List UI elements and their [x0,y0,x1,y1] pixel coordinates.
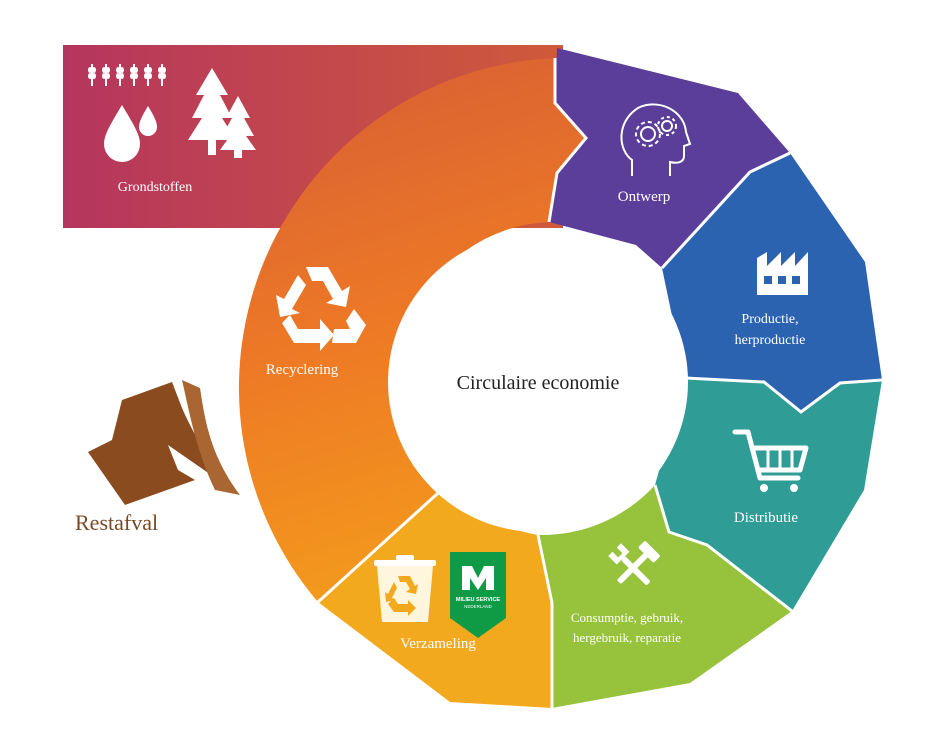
segment-consumption [538,485,792,708]
waste-arrow [88,380,240,505]
waste-label: Restafval [75,510,158,535]
wheat-icon [88,64,166,86]
logo-text-1: MILIEU SERVICE [456,597,501,603]
trees-icon [188,68,256,158]
raw-materials-label: Grondstoffen [118,180,192,195]
segment-distribution [655,378,882,611]
raw-materials-icon [88,64,256,162]
milieu-service-logo: MILIEU SERVICE NEDERLAND [450,552,506,638]
water-drops-icon [104,105,157,162]
label-recycling: Recyclering [266,362,339,378]
center-label: Circulaire economie [457,372,620,394]
shopping-cart-icon [732,429,809,492]
tools-icon [608,541,660,585]
head-gears-icon [620,103,692,176]
label-production-2: herproductie [735,333,806,348]
factory-icon [757,252,808,295]
segment-recycling [238,58,586,602]
segment-design [549,48,790,268]
center-circle [388,232,688,532]
label-distribution: Distributie [734,510,799,526]
label-design: Ontwerp [618,189,671,205]
recycle-icon [276,267,366,351]
label-production-1: Productie, [741,312,798,327]
logo-text-2: NEDERLAND [464,604,493,609]
recycle-bin-icon [374,555,436,622]
label-consumption-2: hergebruik, reparatie [573,630,681,645]
label-collection: Verzameling [400,636,476,652]
segment-collection [318,484,552,708]
label-consumption-1: Consumptie, gebruik, [571,610,683,625]
